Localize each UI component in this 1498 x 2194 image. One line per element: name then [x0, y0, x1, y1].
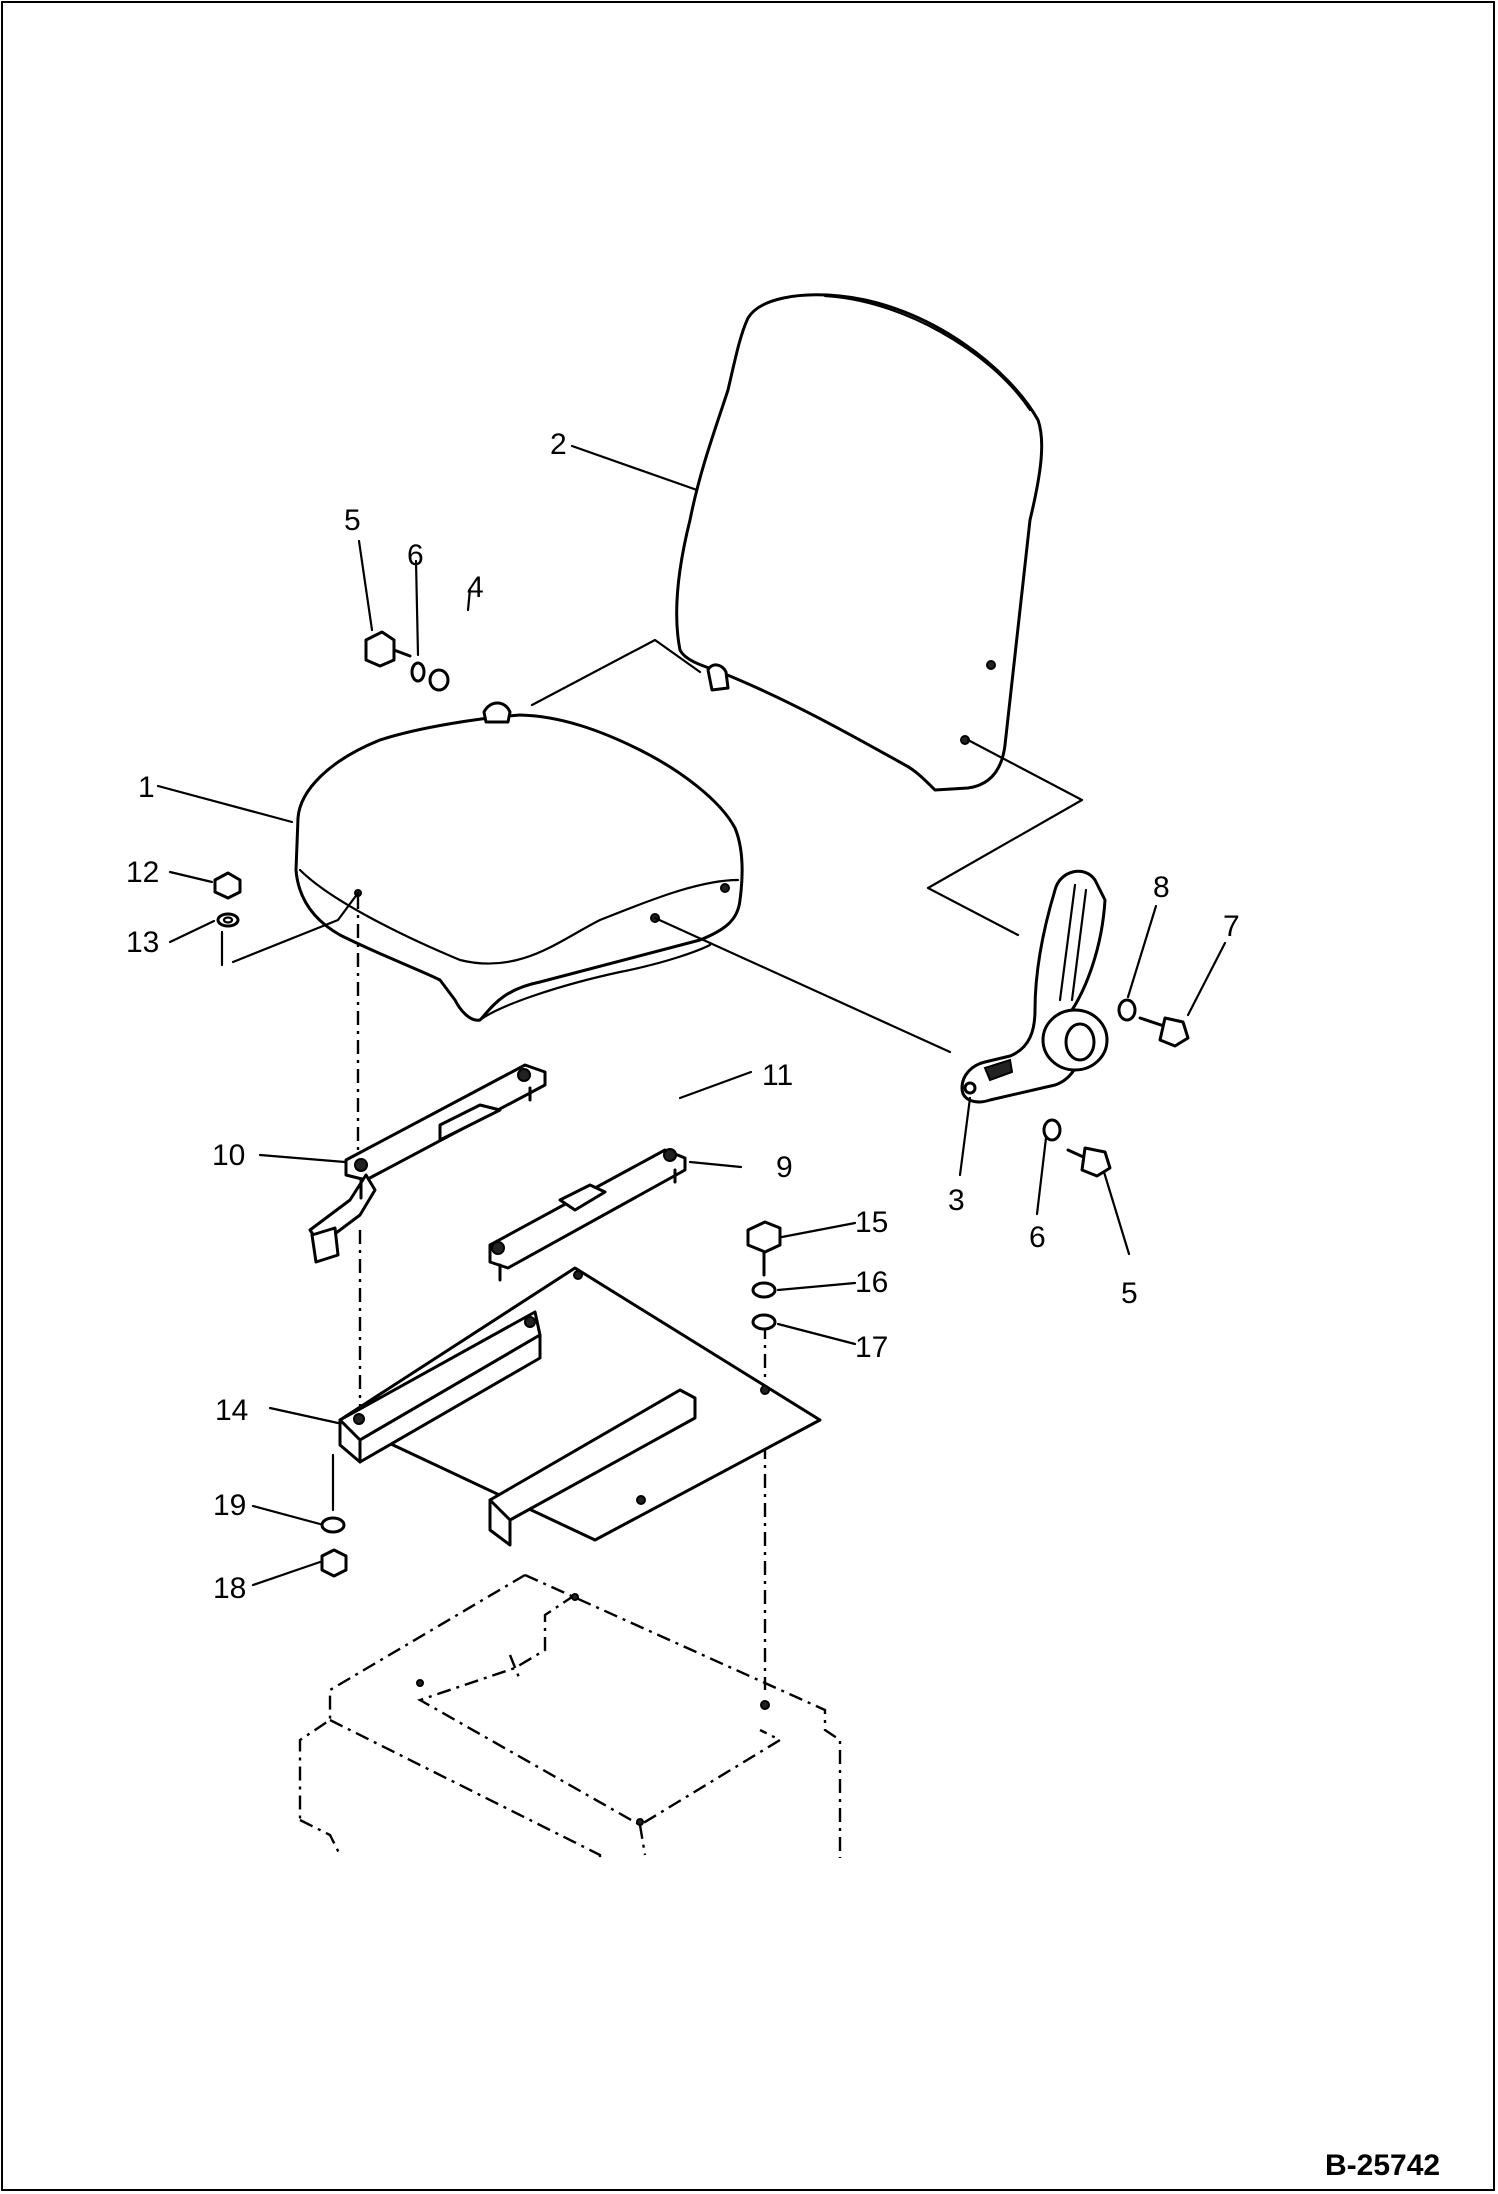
nut-12: [213, 871, 242, 900]
callout-12: 12: [126, 856, 159, 889]
callout-7: 7: [1223, 910, 1240, 943]
nut-18: [320, 1548, 348, 1578]
collar-4: [428, 668, 450, 692]
washer-19: [320, 1516, 346, 1534]
callout-19: 19: [213, 1489, 246, 1522]
washer-16: [751, 1281, 777, 1299]
callout-1: 1: [138, 771, 155, 804]
document-id: B-25742: [1325, 2149, 1440, 2182]
bolt-5-upper: [364, 630, 412, 668]
callout-labels: 1 2 3 4 5 5 6 6 7 8 9 10 11 12 13 14 15 …: [126, 428, 1240, 1605]
base-frame: [298, 1573, 842, 1860]
callout-8: 8: [1153, 871, 1170, 904]
upper-hinge-fasteners: [364, 630, 450, 692]
washer-17: [751, 1313, 777, 1331]
cushion-fasteners: [213, 871, 242, 928]
plate-fasteners: [746, 1220, 782, 1331]
bolt-15: [746, 1220, 782, 1277]
callout-13: 13: [126, 926, 159, 959]
washer-6-upper: [410, 661, 426, 683]
plate-nuts: [320, 1516, 348, 1578]
washer-8: [1117, 998, 1137, 1022]
slide-rail-10: [308, 1063, 547, 1264]
callout-6-upper: 6: [407, 539, 424, 572]
recline-fasteners: [1042, 998, 1190, 1178]
callout-2: 2: [550, 428, 567, 461]
callout-3: 3: [948, 1184, 965, 1217]
washer-6-lower: [1042, 1118, 1062, 1142]
callout-4: 4: [467, 571, 484, 604]
callout-5-upper: 5: [344, 504, 361, 537]
slide-rail-9: [488, 1148, 687, 1282]
bolt-7: [1138, 1016, 1190, 1048]
washer-13: [216, 912, 240, 928]
callout-15: 15: [855, 1206, 888, 1239]
assembly-lines: [220, 638, 1084, 1690]
recline-bracket: [960, 869, 1109, 1104]
leader-lines: [156, 444, 1227, 1587]
callout-18: 18: [213, 1572, 246, 1605]
seat-back: [675, 293, 1044, 792]
callout-16: 16: [855, 1266, 888, 1299]
callout-9: 9: [776, 1151, 793, 1184]
seat-cushion: [294, 701, 744, 1022]
callout-17: 17: [855, 1331, 888, 1364]
callout-14: 14: [215, 1394, 248, 1427]
callout-11: 11: [762, 1059, 793, 1092]
mounting-plate: [338, 1266, 822, 1547]
callout-6-lower: 6: [1029, 1221, 1046, 1254]
callout-10: 10: [212, 1139, 245, 1172]
callout-5-lower: 5: [1121, 1277, 1138, 1310]
